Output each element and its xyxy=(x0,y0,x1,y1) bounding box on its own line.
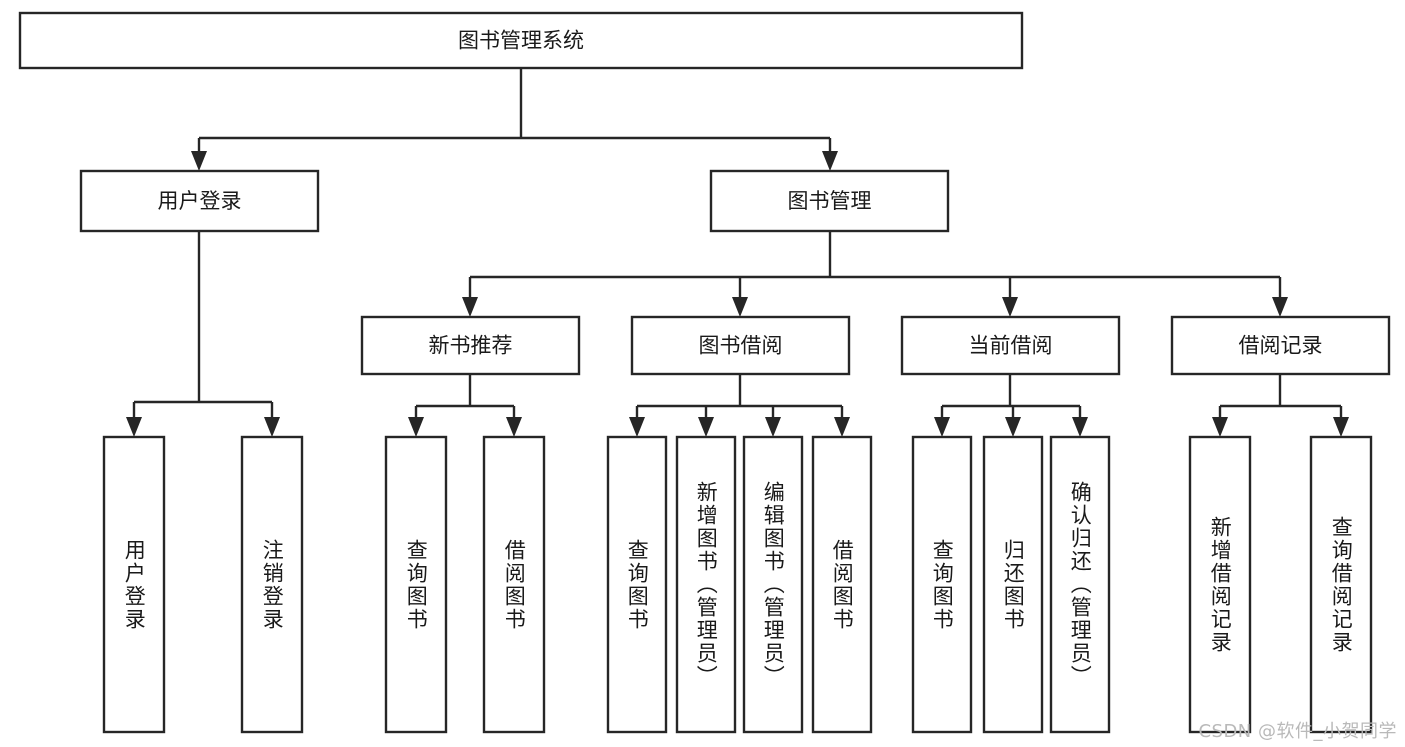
leaf-rect[interactable] xyxy=(1188,435,1252,734)
node-rect[interactable] xyxy=(360,315,581,376)
node-book-manage[interactable]: 图书管理 xyxy=(709,169,950,233)
leaf-rect[interactable] xyxy=(1049,435,1111,734)
connector-borrow-record-to-leaves xyxy=(1212,374,1349,437)
node-label: 图书借阅 xyxy=(699,334,783,358)
leaf-node-leaf-user-login[interactable] xyxy=(102,435,166,734)
leaf-node-leaf-user-logout[interactable] xyxy=(240,435,304,734)
leaf-rect[interactable] xyxy=(675,435,737,734)
leaf-rect[interactable] xyxy=(482,435,546,734)
leaf-rect[interactable] xyxy=(982,435,1044,734)
connector-user-login-to-leaves xyxy=(126,231,280,437)
connector-new-book-to-leaves xyxy=(408,374,522,437)
leaf-node-leaf-borrow-book-2[interactable] xyxy=(811,435,873,734)
leaf-node-leaf-add-book[interactable] xyxy=(675,435,737,734)
leaf-rect[interactable] xyxy=(102,435,166,734)
leaf-rect[interactable] xyxy=(742,435,804,734)
leaf-node-leaf-query-record[interactable] xyxy=(1309,435,1373,734)
connector-book-borrow-to-leaves xyxy=(629,374,850,437)
connector-root-to-level2 xyxy=(191,68,838,171)
node-label: 图书管理系统 xyxy=(458,29,584,53)
node-label: 当前借阅 xyxy=(969,334,1053,358)
node-label: 图书管理 xyxy=(788,189,872,213)
leaf-node-leaf-query-book-3[interactable] xyxy=(911,435,973,734)
leaf-rect[interactable] xyxy=(606,435,668,734)
csdn-watermark: CSDN @软件_小贺同学 xyxy=(1198,721,1397,742)
node-rect[interactable] xyxy=(630,315,851,376)
leaf-node-leaf-borrow-book-1[interactable] xyxy=(482,435,546,734)
node-borrow-record[interactable]: 借阅记录 xyxy=(1170,315,1391,376)
leaf-rect[interactable] xyxy=(911,435,973,734)
node-root[interactable]: 图书管理系统 xyxy=(18,11,1024,70)
leaf-rect[interactable] xyxy=(811,435,873,734)
leaf-rect[interactable] xyxy=(240,435,304,734)
node-label: 新书推荐 xyxy=(429,334,513,358)
node-current-borrow[interactable]: 当前借阅 xyxy=(900,315,1121,376)
leaf-node-leaf-query-book-2[interactable] xyxy=(606,435,668,734)
node-rect[interactable] xyxy=(709,169,950,233)
node-rect[interactable] xyxy=(79,169,320,233)
node-user-login[interactable]: 用户登录 xyxy=(79,169,320,233)
leaf-node-leaf-confirm-return[interactable] xyxy=(1049,435,1111,734)
connector-book-manage-to-level3 xyxy=(462,231,1288,317)
leaf-node-leaf-query-book-1[interactable] xyxy=(384,435,448,734)
leaf-rect[interactable] xyxy=(1309,435,1373,734)
leaf-node-leaf-add-record[interactable] xyxy=(1188,435,1252,734)
node-new-book-recommend[interactable]: 新书推荐 xyxy=(360,315,581,376)
node-rect[interactable] xyxy=(18,11,1024,70)
node-rect[interactable] xyxy=(1170,315,1391,376)
node-label: 借阅记录 xyxy=(1239,334,1323,358)
node-book-borrow[interactable]: 图书借阅 xyxy=(630,315,851,376)
node-rect[interactable] xyxy=(900,315,1121,376)
leaf-node-leaf-return-book[interactable] xyxy=(982,435,1044,734)
connector-current-borrow-to-leaves xyxy=(934,374,1088,437)
leaf-node-leaf-edit-book[interactable] xyxy=(742,435,804,734)
node-label: 用户登录 xyxy=(158,189,242,213)
leaf-rect[interactable] xyxy=(384,435,448,734)
